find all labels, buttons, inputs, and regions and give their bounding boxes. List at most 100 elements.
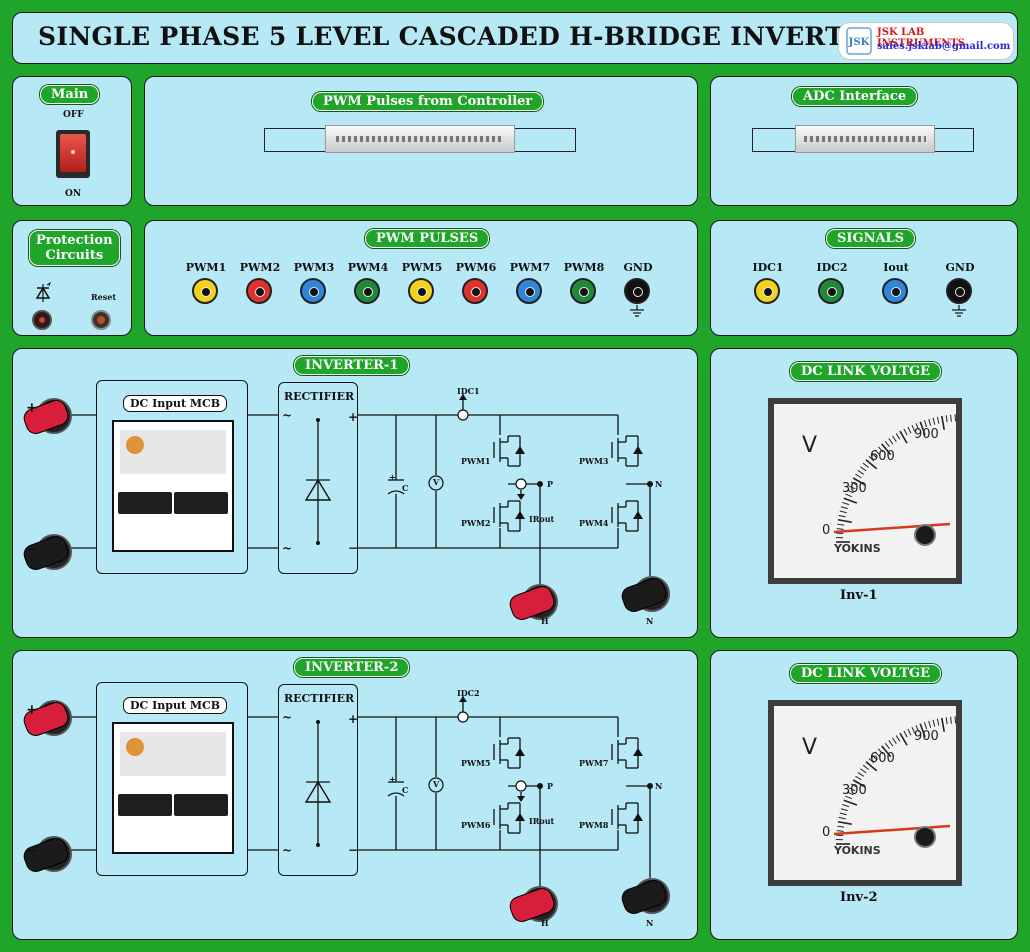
inverter2-dc-minus-jack[interactable] [20,835,72,875]
inverter1-rect-ac-top: ~ [282,408,293,422]
inverter2-switch-top-right-label: PWM7 [579,758,609,768]
protection-label: Protection Circuits [29,230,120,266]
terminal-label-pwm5: PWM5 [401,261,443,274]
terminal-label-pwm2: PWM2 [239,261,281,274]
inverter1-dc-minus-jack[interactable] [20,533,72,573]
terminal-label-iout: Iout [883,261,909,274]
mcb-toggle-right[interactable] [174,794,228,816]
reset-button[interactable] [91,310,111,330]
meter1-tick-300: 300 [842,481,867,496]
inverter1-rectifier-box [278,382,358,574]
inverter2-voltmeter-symbol: V [433,779,440,789]
meter2-tick-900: 900 [914,729,939,744]
inverter2-irout-label: IRout [529,816,555,826]
inverter1-voltmeter-symbol: V [433,477,440,487]
main-off-label: OFF [63,110,84,120]
pwm-controller-label: PWM Pulses from Controller [312,92,544,111]
terminal-socket-pwm5[interactable] [408,278,434,304]
adc-label: ADC Interface [792,87,918,106]
jsk-logo-icon: JSK [846,27,872,55]
ground-icon [952,305,966,317]
protection-indicator-led [32,310,52,330]
meter2-tick-0: 0 [822,825,830,840]
terminal-socket-gnd[interactable] [946,278,972,304]
page-title: SINGLE PHASE 5 LEVEL CASCADED H-BRIDGE I… [38,22,885,51]
meter1-zero-adjust-screw[interactable] [914,524,936,546]
inverter2-dc-minus-sign: − [26,843,38,859]
terminal-socket-pwm6[interactable] [462,278,488,304]
inverter2-p-label: P [547,781,554,791]
inverter2-output-h-jack[interactable] [506,885,558,925]
inverter2-mcb-breaker[interactable] [112,722,234,854]
inverter1-switch-top-left-label: PWM1 [461,456,491,466]
terminal-label-pwm1: PWM1 [185,261,227,274]
terminal-socket-pwm8[interactable] [570,278,596,304]
mcb-toggle-right[interactable] [174,492,228,514]
terminal-socket-pwm7[interactable] [516,278,542,304]
adc-ribbon-connector[interactable] [752,125,974,153]
inverter1-mcb-label: DC Input MCB [123,395,228,412]
inverter1-switch-bottom-right-label: PWM4 [579,518,609,528]
inverter2-output-n-jack[interactable] [618,877,670,917]
inverter2-label: INVERTER-2 [294,658,410,677]
inverter2-rect-minus: − [348,843,359,857]
signals-label: SIGNALS [826,229,916,248]
main-rocker-switch[interactable] [56,130,90,178]
terminal-label-idc2: IDC2 [816,261,848,274]
terminal-socket-idc1[interactable] [754,278,780,304]
meter2-tick-300: 300 [842,783,867,798]
inverter2-dc-plus-sign: + [26,702,38,718]
inverter2-switch-top-left-label: PWM5 [461,758,491,768]
inverter1-output-h-jack[interactable] [506,583,558,623]
meter1-tick-600: 600 [870,449,895,464]
inverter1-rect-plus: + [348,410,359,424]
inverter1-dc-minus-sign: − [26,541,38,557]
mcb-toggle-left[interactable] [118,794,172,816]
inverter2-mcb-label: DC Input MCB [123,697,228,714]
inverter1-rect-ac-bottom: ~ [282,541,293,555]
inverter1-dc-plus-sign: + [26,400,38,416]
terminal-socket-pwm4[interactable] [354,278,380,304]
terminal-socket-pwm2[interactable] [246,278,272,304]
inverter1-dc-plus-jack[interactable] [20,397,72,437]
inverter2-switch-bottom-right-label: PWM8 [579,820,609,830]
main-label: Main [40,85,100,104]
svg-text:JSK: JSK [848,37,870,48]
inverter1-rect-minus: − [348,541,359,555]
terminal-socket-idc2[interactable] [818,278,844,304]
inverter2-idc-label: IDC2 [457,688,480,698]
meter2-caption: Inv-2 [840,890,878,905]
inverter1-output-n-jack[interactable] [618,575,670,615]
pwm-ribbon-connector[interactable] [264,125,576,153]
terminal-socket-gnd[interactable] [624,278,650,304]
terminal-label-idc1: IDC1 [752,261,784,274]
ground-icon [630,305,644,317]
inverter2-dc-plus-jack[interactable] [20,699,72,739]
meter1-unit: V [802,433,817,458]
inverter2-switch-bottom-left-label: PWM6 [461,820,491,830]
meter1-tick-0: 0 [822,523,830,538]
inverter1-h-label: H [541,616,549,626]
terminal-label-pwm4: PWM4 [347,261,389,274]
inverter1-n-label: N [655,479,663,489]
brand-email[interactable]: sales.jsklab@gmail.com [877,41,1011,52]
inverter1-mcb-breaker[interactable] [112,420,234,552]
terminal-label-gnd: GND [623,261,653,274]
inverter1-schematic [56,394,653,588]
mcb-toggle-left[interactable] [118,492,172,514]
inverter1-rectifier-label: RECTIFIER [284,390,355,403]
inverter2-mcb-box [96,682,248,876]
inverter2-rect-plus: + [348,712,359,726]
terminal-socket-pwm1[interactable] [192,278,218,304]
terminal-socket-pwm3[interactable] [300,278,326,304]
meter2-zero-adjust-screw[interactable] [914,826,936,848]
inverter2-h-label: H [541,918,549,928]
inverter1-cap-plus: + [389,472,396,482]
terminal-socket-iout[interactable] [882,278,908,304]
